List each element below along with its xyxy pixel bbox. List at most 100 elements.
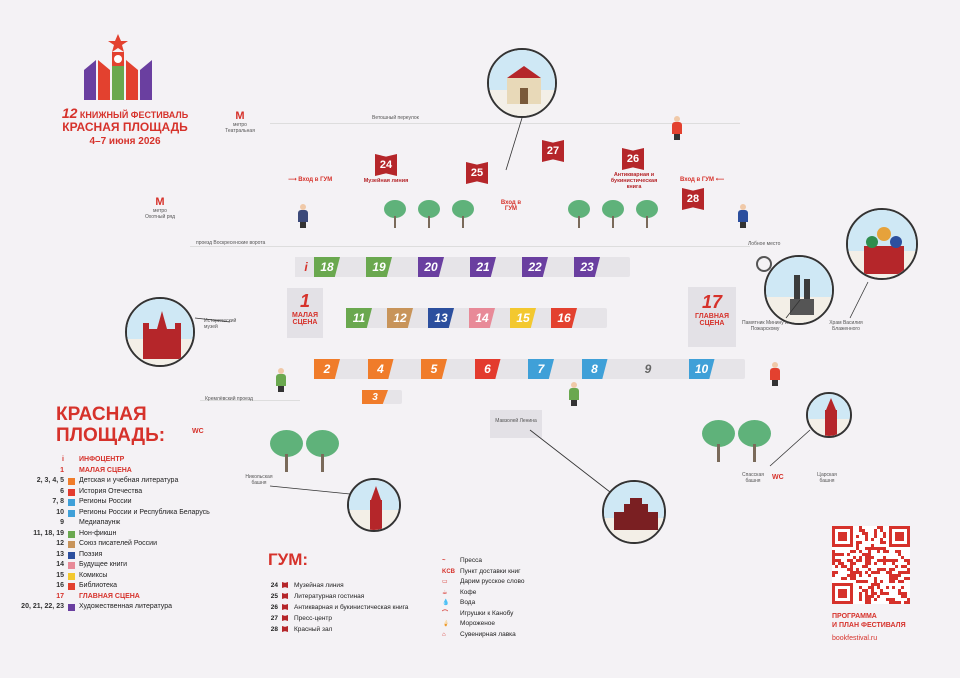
legend-text: История Отечества (79, 487, 143, 495)
gum-legend-number: 26 (270, 604, 278, 611)
pavilion-tile-19[interactable]: 19 (366, 257, 422, 277)
pavilion-number: 22 (522, 257, 548, 277)
service-item: ▭Дарим русское слово (442, 577, 592, 588)
pavilion-number: 12 (387, 308, 413, 328)
legend-text: Библиотека (79, 582, 118, 589)
pavilion-number: 6 (474, 359, 501, 379)
pavilion-tile-10[interactable]: 10 (688, 359, 745, 379)
person-illustration (276, 368, 286, 392)
street-label: проезд Воскресенские ворота (196, 240, 266, 246)
pavilion-tile-16[interactable]: 16 (551, 308, 607, 328)
pavilion-tile-21[interactable]: 21 (470, 257, 526, 277)
minin-monument-circle[interactable] (764, 255, 834, 325)
pavilion-tile-6[interactable]: 6 (474, 359, 531, 379)
qr-url[interactable]: bookfestival.ru (832, 635, 878, 642)
gum-pavilion-27[interactable]: 27 (542, 140, 564, 162)
gum-pavilion-26[interactable]: 26 (622, 148, 644, 170)
pavilion-number: 4 (367, 359, 394, 379)
tree-icon (702, 420, 735, 462)
pavilion-tile-20[interactable]: 20 (418, 257, 474, 277)
mausoleum-icon (614, 498, 658, 530)
qr-code[interactable] (832, 526, 910, 604)
tree-icon (270, 430, 303, 472)
nikolskaya-tower-circle[interactable] (347, 478, 401, 532)
pavilion-tile-7[interactable]: 7 (528, 359, 584, 379)
pavilion-number: 15 (510, 308, 536, 328)
pavilion-tile-23[interactable]: 23 (574, 257, 630, 277)
info-center-tile[interactable]: i (295, 257, 317, 277)
historical-museum-circle[interactable] (125, 297, 195, 367)
spasskaya-label: Спасская башня (742, 472, 764, 484)
st-basil-label: Храм Василия Блаженного (829, 320, 863, 332)
gum-pavilion-label: Музейная линия (363, 178, 409, 184)
pavilion-number: 18 (314, 257, 340, 277)
pavilion-tile-5[interactable]: 5 (421, 359, 477, 379)
mausoleum-block[interactable]: Мавзолей Ленина (490, 410, 542, 438)
service-item: 🍦Мороженое (442, 619, 592, 630)
gum-legend-text: Красный зал (294, 626, 333, 633)
book-icon (282, 593, 288, 599)
service-icon: ☕ (442, 589, 448, 596)
pavilion-tile-18[interactable]: 18 (314, 257, 370, 277)
pavilion-number: 14 (469, 308, 495, 328)
historical-museum-label: Исторический музей (204, 318, 237, 330)
book-icon (282, 626, 288, 632)
gum-building-circle[interactable] (487, 48, 557, 118)
pavilion-tile-4[interactable]: 4 (367, 359, 424, 379)
pavilion-number: 8 (581, 359, 608, 379)
gum-pavilion-28[interactable]: 28 (682, 188, 704, 210)
main-stage[interactable]: 17 ГЛАВНАЯ СЦЕНА (688, 287, 736, 347)
legend-text: ГЛАВНАЯ СЦЕНА (79, 592, 140, 600)
book-icon (282, 582, 288, 588)
service-icon: ⌒ (442, 610, 449, 617)
tree-icon (452, 200, 474, 228)
cathedral-icon (864, 227, 904, 274)
service-icon: KCB (442, 568, 455, 575)
gum-pavilion-label: Антикварная и букинистическая книга (610, 172, 658, 191)
entrance-label: Вход в ГУМ (500, 200, 522, 212)
gum-legend-number: 28 (270, 626, 278, 633)
pavilion-tile-8[interactable]: 8 (581, 359, 638, 379)
pavilion-number: 11 (346, 308, 372, 328)
gum-entrance-left[interactable]: ⟶ Вход в ГУМ (288, 177, 333, 183)
tsarskaya-label: Царская башня (817, 472, 837, 484)
legend-number: 10 (56, 508, 64, 516)
legend-text: Художественная литература (79, 603, 172, 610)
legend-title-line2: ПЛОЩАДЬ: (56, 425, 166, 446)
gum-legend-number: 27 (270, 615, 278, 622)
pavilion-tile-22[interactable]: 22 (522, 257, 578, 277)
legend-text: Регионы России и Республика Беларусь (79, 508, 210, 516)
person-illustration (569, 382, 579, 406)
legend-swatch (68, 468, 75, 475)
gum-entrance-right[interactable]: Вход в ГУМ ⟵ (680, 177, 725, 183)
legend-wc: WC (192, 428, 204, 435)
gum-entrance-middle[interactable]: Вход в ГУМ (496, 200, 526, 212)
st-basil-circle[interactable] (846, 208, 918, 280)
small-stage[interactable]: 1 МАЛАЯ СЦЕНА (287, 288, 323, 338)
title-line2: КРАСНАЯ ПЛОЩАДЬ (62, 119, 188, 134)
legend-swatch (68, 541, 75, 548)
legend-swatch (68, 478, 75, 485)
legend-number: i (62, 456, 64, 463)
gum-legend-number: 25 (270, 593, 278, 600)
pavilion-tile-9[interactable]: 9 (635, 359, 691, 379)
pavilion-tile-2[interactable]: 2 (314, 359, 370, 379)
legend-text: Будущее книги (79, 561, 128, 568)
spasskaya-tower-circle[interactable] (806, 392, 852, 438)
service-text: Вода (460, 599, 476, 606)
legend-text: Нон-фикшн (79, 529, 117, 537)
service-icon: 💧 (442, 600, 450, 606)
legend-text: Регионы России (79, 498, 132, 505)
pavilion-tile-3[interactable]: 3 (362, 390, 402, 404)
pavilion-number: 9 (635, 359, 661, 379)
gum-pavilion-24[interactable]: 24 (375, 154, 397, 176)
mausoleum-circle[interactable] (602, 480, 666, 544)
gum-pavilion-25[interactable]: 25 (466, 162, 488, 184)
